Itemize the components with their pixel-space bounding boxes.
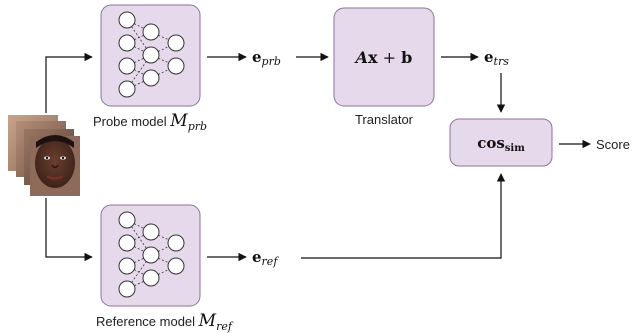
arrow-faces-to-probe: [45, 52, 93, 113]
cosine-similarity-label: cossim: [477, 134, 525, 154]
reference-model-caption: Reference model Mref: [96, 311, 234, 333]
reference-embedding-label: eref: [252, 248, 279, 268]
probe-model-box: [100, 4, 201, 107]
face-image-front: [30, 135, 80, 196]
translator-box: [333, 7, 435, 107]
cosine-similarity-box: [449, 118, 553, 167]
probe-model-caption: Probe model Mprb: [93, 111, 207, 133]
translator-caption: Translator: [355, 112, 414, 127]
score-label: Score: [596, 137, 630, 152]
translated-embedding-label: etrs: [484, 48, 509, 68]
probe-embedding-label: eprb: [252, 48, 281, 68]
arrow-faces-to-reference: [45, 198, 93, 262]
reference-model-box: [100, 204, 201, 307]
arrow-eref-to-cosine: [301, 173, 506, 259]
face-image-stack: [8, 115, 80, 196]
translator-formula: Ax + b: [354, 48, 413, 67]
